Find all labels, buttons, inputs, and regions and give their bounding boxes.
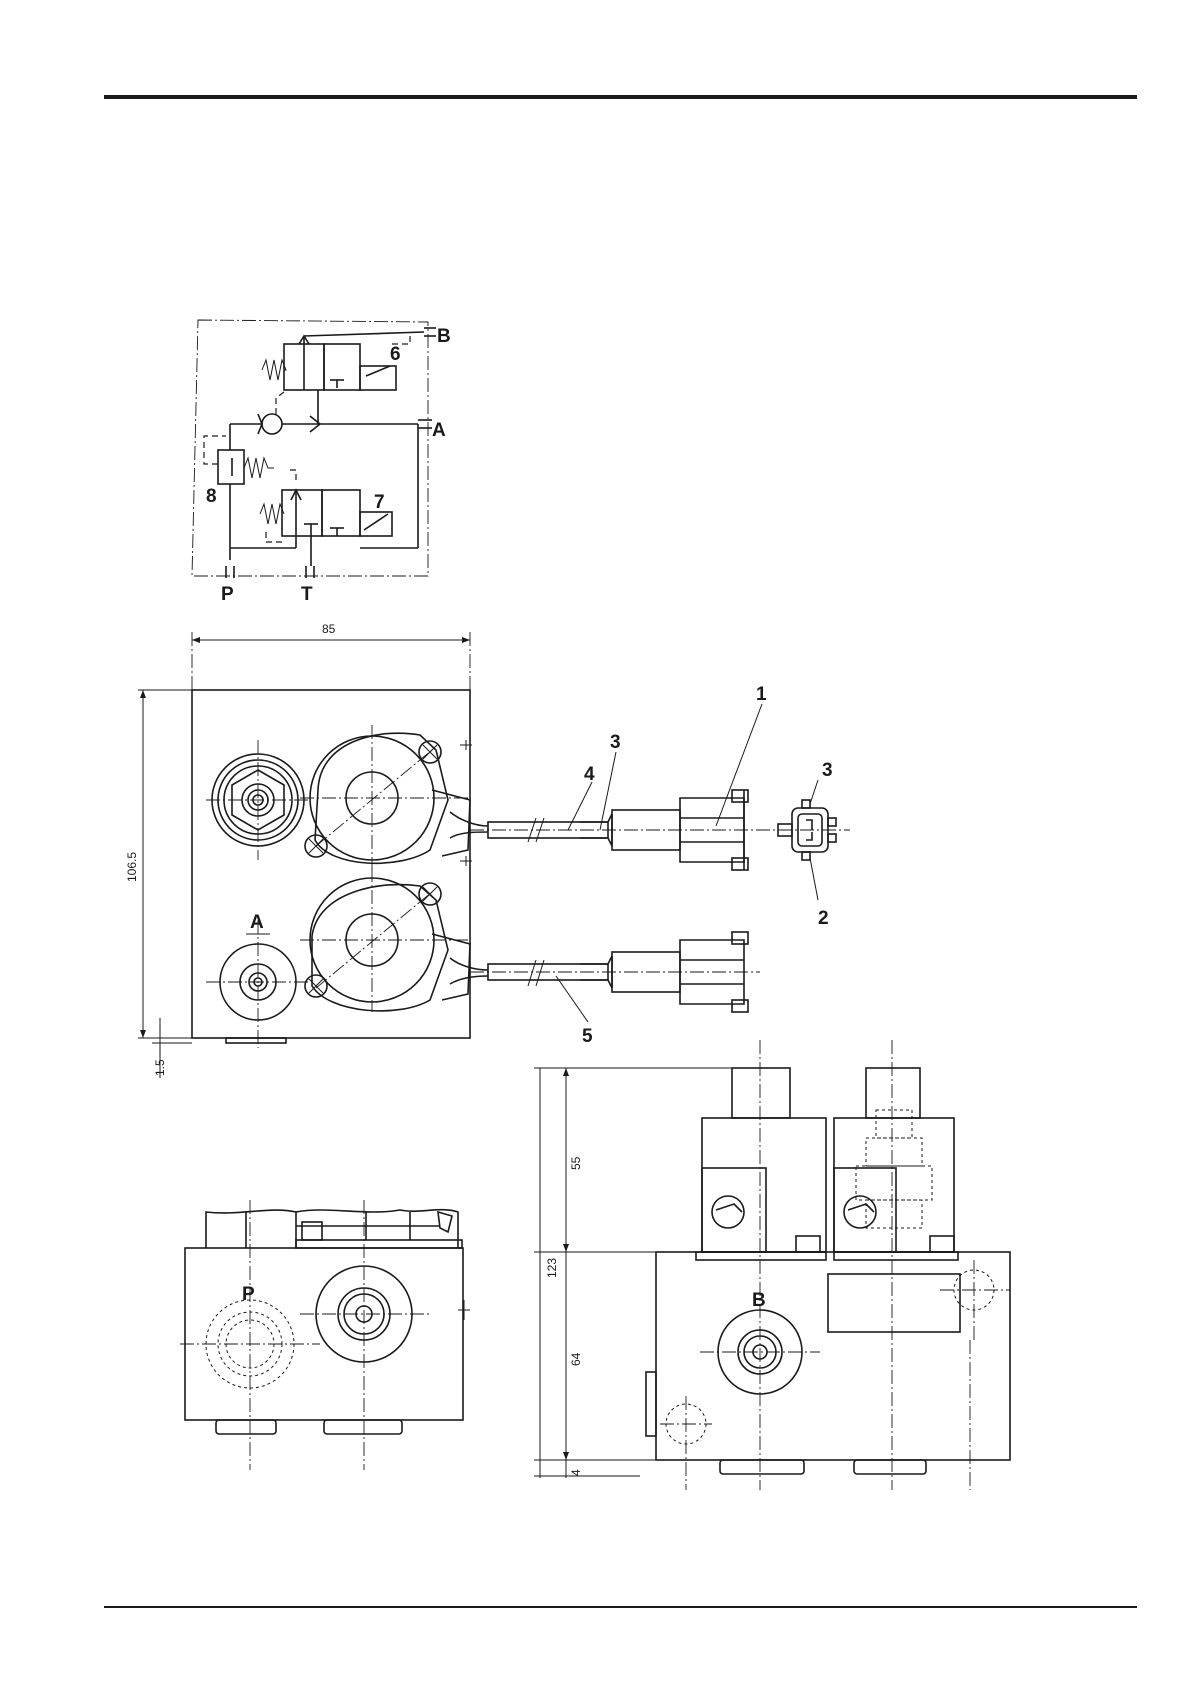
side-view-right: 55 123 64 4 — [534, 1040, 1010, 1490]
callout-3: 3 — [610, 732, 621, 753]
callout-1: 1 — [756, 684, 767, 705]
dim-lower: 64 — [569, 1352, 583, 1366]
footer-rule — [104, 1606, 1137, 1608]
callout-connector-3: 3 — [822, 760, 833, 781]
cable-upper — [470, 814, 850, 846]
callout-7: 7 — [374, 492, 385, 513]
solenoid-tower-left — [696, 1068, 826, 1260]
solenoid-tower-right — [834, 1068, 958, 1260]
hydraulic-schematic: B A P T 6 7 8 — [192, 320, 451, 605]
solenoid-valve-7 — [230, 470, 418, 566]
leader-5 — [556, 976, 588, 1022]
dim-base: 4 — [569, 1469, 583, 1476]
port-label-a-top: A — [250, 912, 264, 933]
leader-1 — [716, 704, 762, 826]
port-label-p: P — [221, 584, 234, 605]
dim-offset: 1.5 — [153, 1059, 167, 1076]
top-view: 85 106.5 1.5 — [125, 622, 850, 1078]
dim-width: 85 — [322, 622, 336, 636]
port-label-b-side: B — [752, 1290, 766, 1311]
leader-3 — [600, 752, 616, 830]
port-label-a: A — [432, 420, 446, 441]
port-label-t: T — [301, 584, 313, 605]
port-label-b: B — [437, 326, 451, 347]
header-rule — [104, 95, 1137, 99]
side-block-left — [185, 1248, 463, 1420]
side-block-right — [656, 1252, 1010, 1460]
connector-detail — [778, 780, 836, 900]
callout-5: 5 — [582, 1026, 593, 1047]
callout-8: 8 — [206, 486, 217, 507]
dim-upper: 55 — [569, 1156, 583, 1170]
dim-height: 106.5 — [125, 852, 139, 882]
port-label-p-side: P — [242, 1284, 255, 1305]
callout-connector-2: 2 — [818, 908, 829, 929]
dim-total: 123 — [545, 1258, 559, 1278]
callout-6: 6 — [390, 344, 401, 365]
nameplate — [828, 1274, 960, 1332]
solenoid-coil-upper — [300, 725, 488, 870]
check-valve-icon — [262, 414, 282, 434]
side-view-left: P — [180, 1200, 470, 1470]
solenoid-coil-lower — [300, 868, 488, 1012]
callout-4: 4 — [584, 764, 595, 785]
